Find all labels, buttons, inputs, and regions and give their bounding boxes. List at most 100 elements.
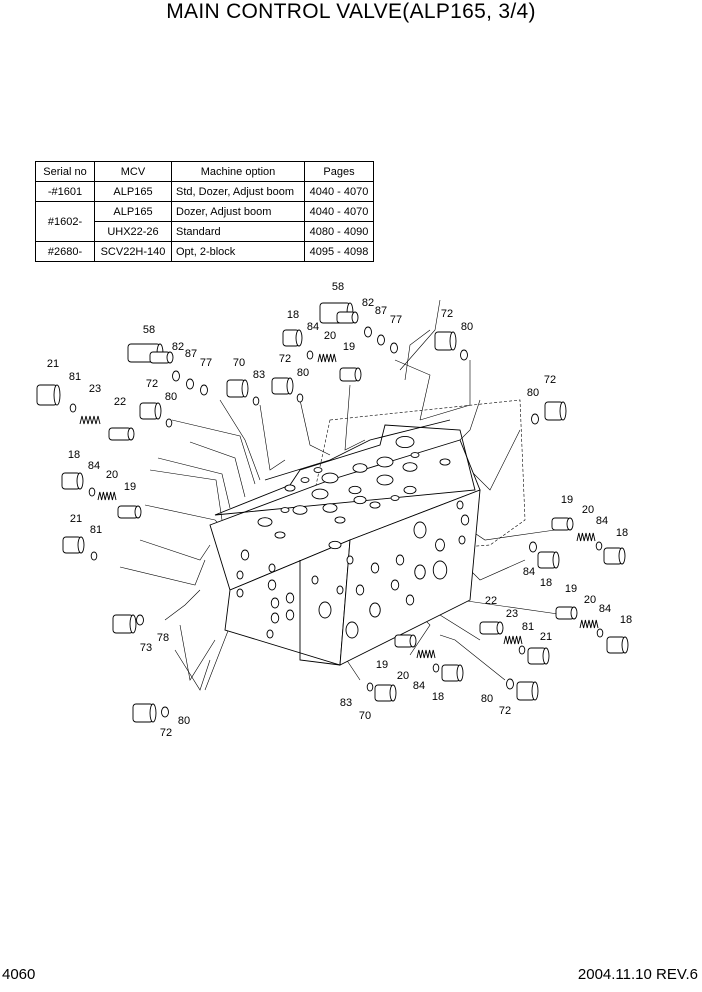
o-ring bbox=[460, 349, 468, 361]
port-hole bbox=[460, 514, 470, 526]
plug-face bbox=[552, 551, 560, 569]
callout-20: 20 bbox=[397, 670, 409, 682]
leader-line bbox=[149, 469, 223, 521]
o-ring bbox=[172, 370, 180, 382]
port-hole bbox=[402, 462, 418, 472]
plug-face bbox=[566, 517, 574, 531]
plug-face bbox=[295, 329, 303, 347]
port-hole bbox=[456, 500, 464, 510]
port-hole bbox=[334, 516, 346, 524]
plug-face bbox=[542, 647, 550, 665]
callout-83: 83 bbox=[340, 697, 352, 709]
port-hole bbox=[376, 474, 394, 486]
o-ring bbox=[432, 663, 440, 673]
o-ring bbox=[366, 682, 374, 692]
callout-87: 87 bbox=[185, 348, 197, 360]
callout-21: 21 bbox=[47, 358, 59, 370]
leader-line bbox=[179, 624, 216, 681]
callout-23: 23 bbox=[506, 608, 518, 620]
callout-18: 18 bbox=[68, 449, 80, 461]
callout-72: 72 bbox=[279, 353, 291, 365]
callout-72: 72 bbox=[441, 308, 453, 320]
table-cell: #2680- bbox=[35, 241, 95, 262]
plug-face bbox=[351, 311, 359, 324]
callout-84: 84 bbox=[307, 321, 319, 333]
spring bbox=[317, 353, 337, 363]
port-hole bbox=[345, 621, 359, 639]
machine-option-table: Serial no MCV Machine option Pages -#160… bbox=[35, 161, 374, 262]
callout-80: 80 bbox=[481, 693, 493, 705]
o-ring bbox=[136, 614, 144, 626]
page-title: MAIN CONTROL VALVE(ALP165, 3/4) bbox=[166, 0, 536, 23]
port-hole bbox=[413, 521, 427, 539]
callout-21: 21 bbox=[540, 631, 552, 643]
o-ring bbox=[595, 541, 603, 551]
plug-face bbox=[531, 681, 539, 701]
callout-21: 21 bbox=[70, 513, 82, 525]
port-hole bbox=[292, 505, 308, 515]
leader-line bbox=[404, 329, 431, 381]
port-hole bbox=[355, 584, 365, 596]
plug-face bbox=[409, 634, 417, 648]
o-ring bbox=[518, 645, 526, 655]
leader-line bbox=[469, 429, 521, 491]
port-hole bbox=[405, 594, 415, 606]
leader-line bbox=[469, 559, 526, 581]
port-hole bbox=[318, 601, 332, 619]
table-header-row: Serial no MCV Machine option Pages bbox=[35, 161, 374, 182]
callout-19: 19 bbox=[343, 341, 355, 353]
spring bbox=[97, 491, 117, 501]
port-hole bbox=[376, 456, 394, 468]
table-cell: Opt, 2-block bbox=[171, 241, 305, 262]
port-hole bbox=[321, 472, 339, 484]
plug-face bbox=[241, 379, 249, 398]
port-hole bbox=[346, 555, 354, 565]
port-hole bbox=[348, 485, 362, 495]
plug-face bbox=[354, 367, 362, 382]
leader-line bbox=[469, 529, 556, 541]
table-row: UHX22-26 Standard 4080 - 4090 bbox=[36, 221, 374, 242]
callout-84: 84 bbox=[88, 460, 100, 472]
port-hole bbox=[395, 554, 405, 566]
callout-23: 23 bbox=[89, 383, 101, 395]
port-hole bbox=[266, 629, 274, 639]
port-hole bbox=[439, 458, 451, 466]
leader-line bbox=[299, 399, 331, 456]
o-ring bbox=[200, 384, 208, 396]
o-ring bbox=[377, 334, 385, 346]
port-hole bbox=[280, 507, 290, 513]
port-hole bbox=[336, 585, 344, 595]
o-ring bbox=[390, 342, 398, 354]
leader-line bbox=[394, 359, 431, 421]
revision-date: 2004.11.10 REV.6 bbox=[577, 966, 698, 983]
table-cell: 4080 - 4090 bbox=[304, 221, 374, 242]
leader-line bbox=[119, 559, 206, 586]
port-hole bbox=[369, 501, 381, 509]
port-hole bbox=[236, 588, 244, 598]
callout-72: 72 bbox=[499, 705, 511, 717]
leader-line bbox=[439, 634, 506, 681]
port-hole bbox=[284, 484, 296, 492]
port-hole bbox=[395, 435, 415, 449]
callout-82: 82 bbox=[172, 341, 184, 353]
o-ring bbox=[364, 326, 372, 338]
callout-18: 18 bbox=[620, 614, 632, 626]
plug-face bbox=[129, 614, 137, 634]
callout-84: 84 bbox=[523, 566, 535, 578]
plug-face bbox=[166, 351, 174, 364]
plug-face bbox=[559, 401, 567, 421]
callout-18: 18 bbox=[287, 309, 299, 321]
o-ring bbox=[88, 487, 96, 497]
o-ring bbox=[506, 678, 514, 690]
table-row: #2680- SCV22H-140 Opt, 2-block 4095 - 40… bbox=[35, 241, 374, 262]
callout-77: 77 bbox=[390, 314, 402, 326]
callout-20: 20 bbox=[584, 594, 596, 606]
table-cell: #1602- bbox=[35, 201, 95, 242]
plug-face bbox=[618, 547, 626, 565]
table-cell: 4040 - 4070 bbox=[304, 181, 374, 202]
port-hole bbox=[285, 609, 295, 621]
port-hole bbox=[257, 517, 273, 527]
plug-face bbox=[456, 664, 464, 682]
callout-18: 18 bbox=[616, 527, 628, 539]
spring bbox=[416, 649, 436, 659]
